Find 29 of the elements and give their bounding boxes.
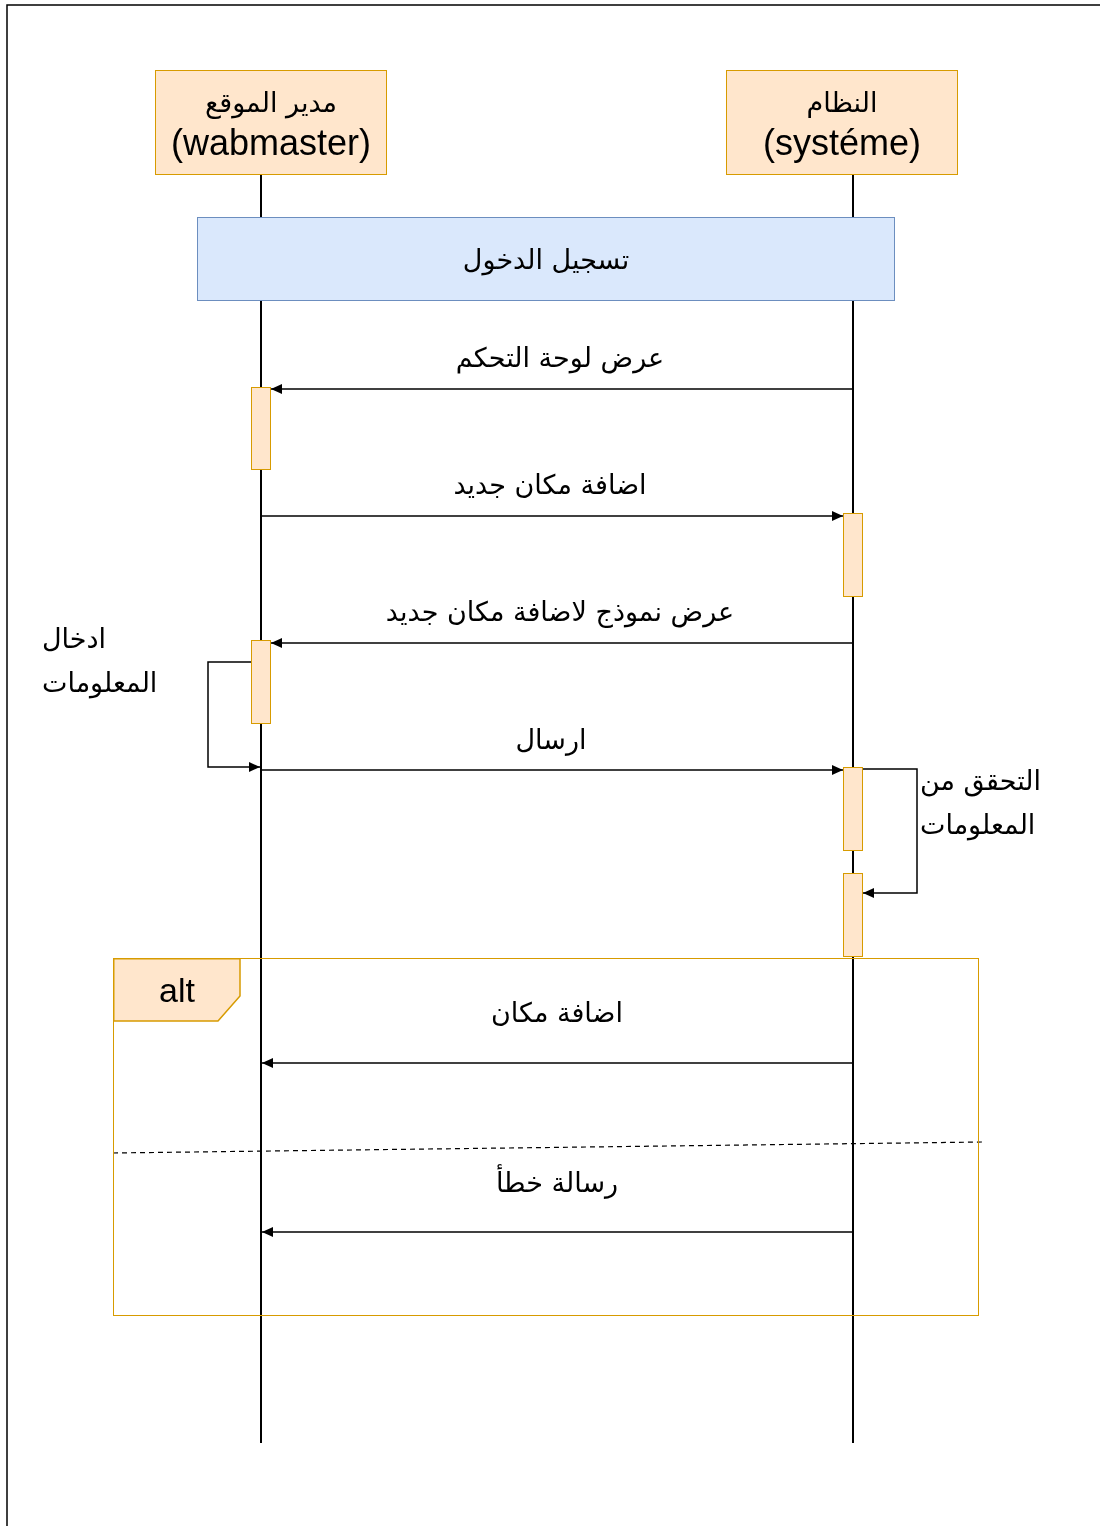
actor-title: النظام bbox=[806, 85, 878, 120]
fragment-band: تسجيل الدخول bbox=[197, 217, 895, 301]
edge-label: ادخال المعلومات bbox=[42, 622, 159, 701]
activation-bar bbox=[843, 767, 863, 851]
actor-box bbox=[155, 70, 387, 175]
message-arrow bbox=[270, 384, 853, 394]
edge-label: عرض نموذج لاضافة مكان جديد bbox=[385, 595, 735, 630]
activation-bar bbox=[251, 640, 271, 724]
edge-label: اضافة مكان bbox=[491, 996, 623, 1030]
actor-box bbox=[726, 70, 958, 175]
message-arrow bbox=[261, 765, 844, 775]
operator-tab: alt bbox=[113, 958, 241, 1022]
edge-label: اضافة مكان جديد bbox=[453, 468, 647, 502]
activation-bar bbox=[843, 513, 863, 597]
message-arrow bbox=[207, 661, 261, 772]
edge-label: عرض لوحة التحكم bbox=[455, 341, 665, 376]
actor-subtitle: (systéme) bbox=[763, 122, 921, 163]
edge-label: ارسال bbox=[515, 723, 587, 758]
actor-subtitle: (wabmaster) bbox=[170, 122, 371, 163]
actor-title: مدير الموقع bbox=[204, 85, 338, 121]
message-arrow bbox=[261, 511, 844, 521]
edge-label: التحقق من المعلومات bbox=[920, 764, 1043, 843]
message-arrow bbox=[862, 768, 918, 898]
activation-bar bbox=[843, 873, 863, 957]
message-arrow bbox=[270, 638, 853, 648]
message-arrow bbox=[261, 1227, 853, 1237]
edge-label: رسالة خطأ bbox=[495, 1161, 619, 1205]
activation-bar bbox=[251, 387, 271, 470]
message-arrow bbox=[261, 1058, 853, 1068]
